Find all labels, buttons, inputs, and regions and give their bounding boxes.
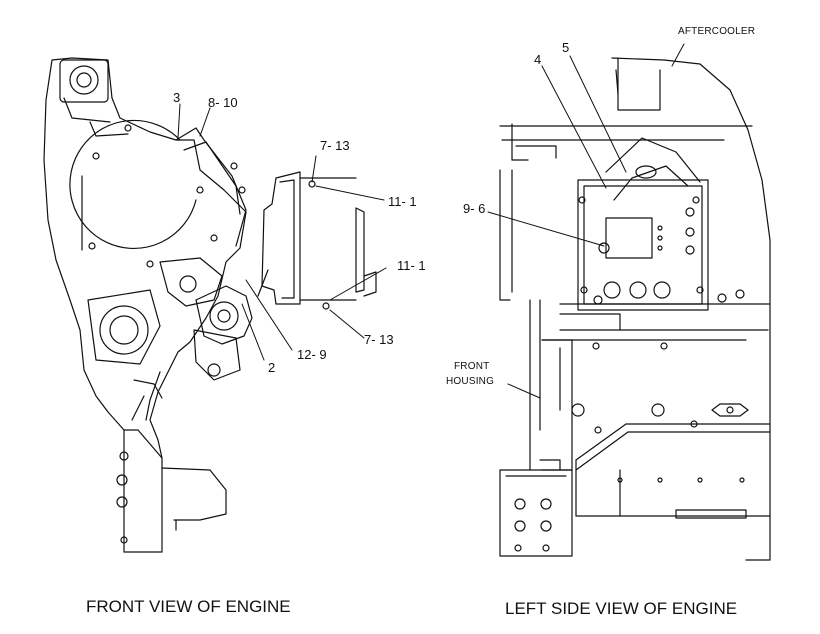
side-view-caption: LEFT SIDE VIEW OF ENGINE [505,599,738,618]
callout-aftercooler: AFTERCOOLER [678,26,756,37]
callout-5: 5 [562,40,570,55]
callout-11-1-bottom: 11- 1 [397,258,426,273]
front-view-leaders [177,103,387,361]
side-view-leaders [487,43,685,399]
callout-11-1-top: 11- 1 [388,194,417,209]
callout-housing: HOUSING [446,376,495,387]
front-view-drawing [43,57,377,553]
callout-3: 3 [173,90,181,105]
callout-9-6: 9- 6 [463,201,486,216]
callout-8-10: 8- 10 [208,95,238,110]
callout-7-13-bottom: 7- 13 [364,332,394,347]
callout-front: FRONT [454,361,490,372]
callout-2: 2 [268,360,276,375]
front-view-caption: FRONT VIEW OF ENGINE [86,597,291,616]
side-view-drawing [499,57,771,561]
callout-7-13-top: 7- 13 [320,138,350,153]
callout-4: 4 [534,52,542,67]
callout-12-9: 12- 9 [297,347,327,362]
